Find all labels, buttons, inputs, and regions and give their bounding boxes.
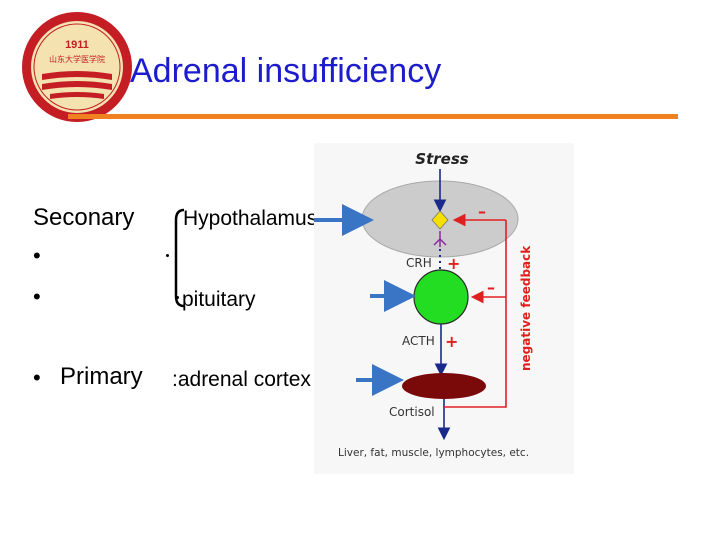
acth-label: ACTH — [402, 334, 435, 348]
dot-1 — [166, 254, 169, 257]
acth-plus: + — [445, 332, 458, 351]
negative-feedback-label: negative feedback — [519, 245, 533, 371]
cortisol-label: Cortisol — [389, 405, 435, 419]
title-underline — [68, 114, 678, 119]
dot-2 — [176, 296, 179, 299]
adrenal-ellipse — [402, 373, 486, 399]
bullet-3: • — [33, 365, 41, 391]
pituitary-label: pituitary — [182, 288, 256, 312]
stress-label: Stress — [415, 150, 468, 168]
feedback-minus-2: – — [487, 278, 495, 297]
primary-label: Primary — [60, 363, 143, 391]
pituitary-circle — [414, 270, 468, 324]
targets-label: Liver, fat, muscle, lymphocytes, etc. — [338, 447, 529, 459]
bullet-1: • — [33, 243, 41, 269]
adrenal-cortex-label: :adrenal cortex — [172, 368, 311, 392]
logo-year: 1911 — [65, 39, 89, 51]
slide-title: Adrenal insufficiency — [130, 52, 441, 91]
crh-label: CRH — [406, 256, 432, 270]
secondary-label: Seconary — [33, 204, 134, 232]
hypothalamus-label: Hypothalamus — [183, 207, 317, 231]
bracket — [168, 208, 190, 308]
bullet-2: • — [33, 284, 41, 310]
hpa-axis-diagram: Stress CRH + ACTH + Cortisol Liver, fat,… — [314, 143, 574, 474]
university-logo: 1911 山东大学医学院 — [20, 10, 134, 124]
crh-plus: + — [447, 254, 460, 273]
logo-name: 山东大学医学院 — [49, 54, 105, 64]
feedback-minus-1: – — [478, 202, 486, 221]
